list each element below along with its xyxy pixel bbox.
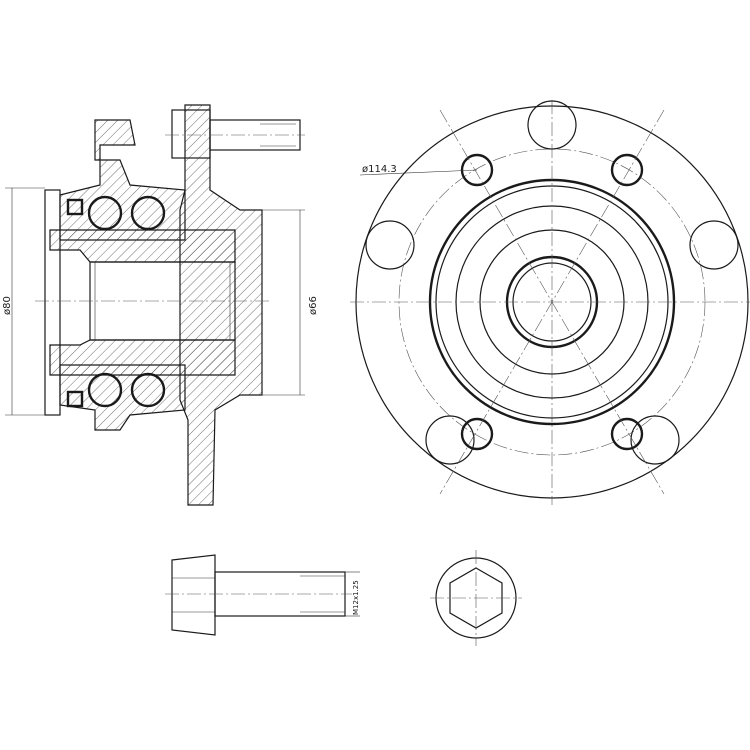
dimension-pitch-circle: ø114.3 <box>359 164 478 176</box>
dimension-pilot-diameter-label: ø66 <box>308 296 319 315</box>
dimension-outer-diameter: ø80 <box>2 187 45 416</box>
stud-hole <box>610 153 644 187</box>
lightening-hole <box>689 220 739 270</box>
bolt-end-view <box>430 550 522 646</box>
lightening-hole <box>425 415 475 465</box>
inner-hub-lower <box>49 339 236 376</box>
end-face <box>44 189 61 416</box>
stud-hole <box>610 417 644 451</box>
dimension-pitch-circle-label: ø114.3 <box>362 164 397 175</box>
lightening-hole <box>365 220 415 270</box>
outer-ring-upper <box>59 119 186 241</box>
bearing-ball <box>87 195 123 231</box>
hub-front-view: ø114.3 <box>350 100 750 505</box>
dimension-pilot-diameter: ø66 <box>262 209 319 396</box>
bearing-ball <box>130 372 166 408</box>
flange-section <box>179 104 263 506</box>
seal-upper <box>66 198 84 216</box>
stud-hole <box>460 417 494 451</box>
wheel-stud <box>165 109 305 159</box>
bolt-side-view: M12x1.25 <box>165 554 360 636</box>
stud-hole <box>460 153 494 187</box>
bearing-ball <box>130 195 166 231</box>
seal-lower <box>66 390 84 408</box>
hub-side-section-view: ø80 ø66 <box>2 104 319 506</box>
inner-hub-upper <box>49 229 236 263</box>
bearing-ball <box>87 372 123 408</box>
lightening-hole <box>630 415 680 465</box>
dimension-outer-diameter-label: ø80 <box>2 296 13 315</box>
dimension-thread-label: M12x1.25 <box>352 580 360 615</box>
